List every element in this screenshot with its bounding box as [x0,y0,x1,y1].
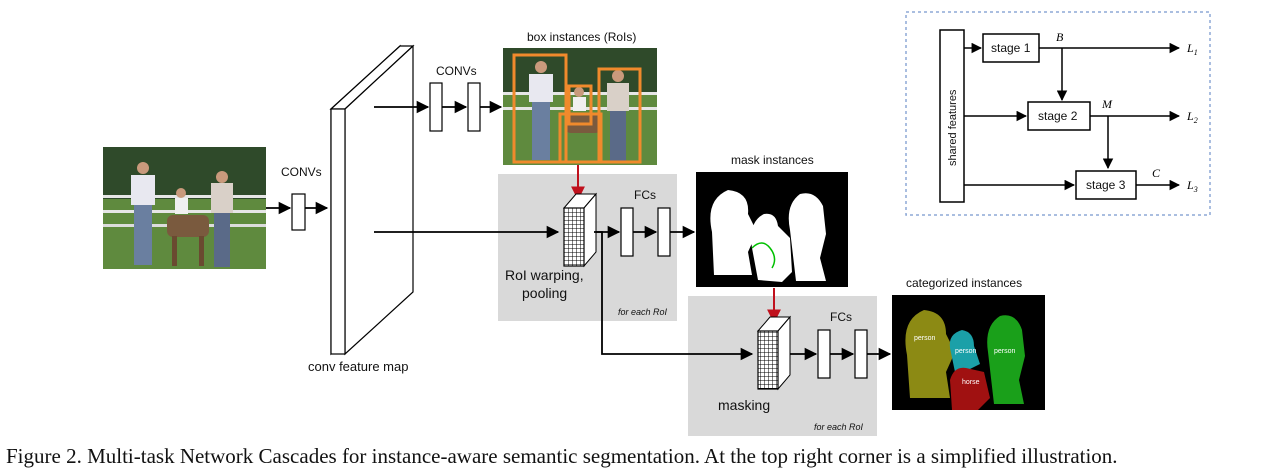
shared-features-box [939,29,965,203]
loss-2-subscript: 2 [1194,116,1198,125]
for-each-roi-label-2: for each RoI [814,422,864,432]
cascade-inset: shared features stage 1 B L1 stage 2 M L… [905,11,1211,216]
categorized-instances-image [892,295,1045,410]
roi-warp-grid [562,192,598,268]
loss-1-subscript: 1 [1194,48,1198,57]
stage-2-label: stage 2 [1038,109,1078,123]
conv-feature-map [329,44,415,356]
stage-2-box [1027,101,1091,131]
conv-layer-top-1 [429,82,443,132]
loss-3-subscript: 3 [1193,185,1198,194]
loss-1: L1 [1186,41,1198,57]
for-each-roi-label-1: for each RoI [618,307,668,317]
conv-layer-left [291,193,306,231]
category-horse: horse [962,379,980,386]
loss-2: L2 [1186,109,1198,125]
convs-left-label: CONVs [281,165,322,179]
output-m: M [1101,97,1113,111]
stage-3-label: stage 3 [1086,178,1126,192]
conv-feature-map-label: conv feature map [308,359,408,374]
box-instances-image [503,48,657,165]
loss-2-symbol: L [1186,109,1194,123]
network-diagram: CONVs conv feature map CONVs box instanc… [103,11,1211,436]
convs-top-label: CONVs [436,64,477,78]
mask-instances-label: mask instances [731,153,814,167]
stage-1-box [982,33,1040,63]
output-b: B [1056,30,1064,44]
fc-layer-1a [620,207,634,257]
loss-3-symbol: L [1186,178,1194,192]
loss-3: L3 [1186,178,1198,194]
fcs-label-2: FCs [830,310,852,324]
roi-warping-label-2: pooling [522,285,567,301]
fcs-label-1: FCs [634,188,656,202]
stage-1-label: stage 1 [991,41,1031,55]
box-instances-label: box instances (RoIs) [527,30,636,44]
fc-layer-2b [854,329,868,379]
loss-1-symbol: L [1186,41,1194,55]
conv-layer-top-2 [467,82,481,132]
category-person-left: person [914,335,936,342]
mask-instances-image [696,172,848,287]
masking-grid [756,315,792,391]
category-person-right: person [994,348,1016,355]
category-person-mid: person [955,348,977,355]
input-photo [103,147,266,269]
categorized-instances-label: categorized instances [906,276,1022,290]
output-c: C [1152,166,1161,180]
figure-caption: Figure 2. Multi-task Network Cascades fo… [6,444,1118,468]
masking-label: masking [718,397,770,413]
roi-warping-label-1: RoI warping, [505,267,584,283]
fc-layer-2a [817,329,831,379]
roi-boxes [512,53,642,164]
fc-layer-1b [657,207,671,257]
shared-features-label: shared features [947,89,959,166]
